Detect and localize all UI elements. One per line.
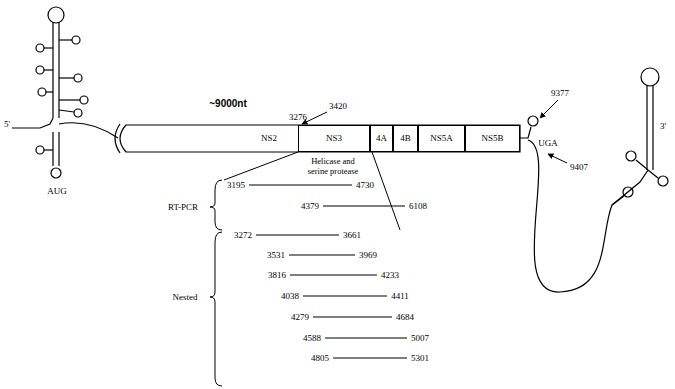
primer-position: 4038 <box>281 292 299 301</box>
segment-name: NS5A <box>430 134 453 143</box>
genome-length: ~9000nt <box>209 99 247 109</box>
codon-label: AUG <box>47 187 67 196</box>
segment-name: NS2 <box>261 134 277 143</box>
primer-position: 3195 <box>227 181 245 190</box>
primer-position: 4684 <box>396 313 414 322</box>
strand-end: 3' <box>660 122 666 131</box>
primer-position: 4379 <box>301 202 319 211</box>
genome-segment: NS5B <box>465 125 520 152</box>
genome-segment: NS2 <box>240 125 298 152</box>
primer-position: 4411 <box>391 292 409 301</box>
primer-position: 3272 <box>234 231 252 240</box>
segment-name: NS3 <box>326 134 342 143</box>
primer-position: 6108 <box>409 202 427 211</box>
primer-position: 5007 <box>411 334 429 343</box>
primer-position: 4805 <box>311 354 329 363</box>
strand-end: 5' <box>4 120 10 129</box>
bar-cap <box>115 124 120 153</box>
position-number: 3420 <box>329 102 347 111</box>
codon-label: UGA <box>538 139 558 148</box>
primer-position: 5301 <box>411 354 429 363</box>
genome-segment: 4A <box>370 125 393 152</box>
segment-name: 4B <box>400 134 411 143</box>
utr3-structure <box>520 68 668 292</box>
position-number: 3276 <box>289 113 307 122</box>
genome-segment: NS3Helicase and serine protease <box>298 125 370 152</box>
region-guides <box>210 152 400 386</box>
genome-bar <box>120 125 520 152</box>
primer-position: 3816 <box>268 271 286 280</box>
segment-name: 4A <box>376 134 387 143</box>
primer-position: 4279 <box>291 313 309 322</box>
position-number: 9377 <box>551 89 569 98</box>
primer-position: 4588 <box>303 334 321 343</box>
genome-segment: 4B <box>393 125 418 152</box>
amplicon-lines <box>249 185 407 358</box>
group-label: Nested <box>173 293 198 302</box>
primer-position: 3661 <box>343 231 361 240</box>
position-number: 9407 <box>570 163 588 172</box>
primer-position: 4730 <box>356 181 374 190</box>
primer-position: 3531 <box>267 251 285 260</box>
segment-name: NS5B <box>481 134 503 143</box>
primer-position: 4233 <box>381 271 399 280</box>
segment-function: Helicase and serine protease <box>301 157 365 177</box>
group-label: RT-PCR <box>168 203 198 212</box>
primer-position: 3969 <box>359 251 377 260</box>
ires-structure <box>12 7 118 178</box>
genome-segment: NS5A <box>418 125 465 152</box>
